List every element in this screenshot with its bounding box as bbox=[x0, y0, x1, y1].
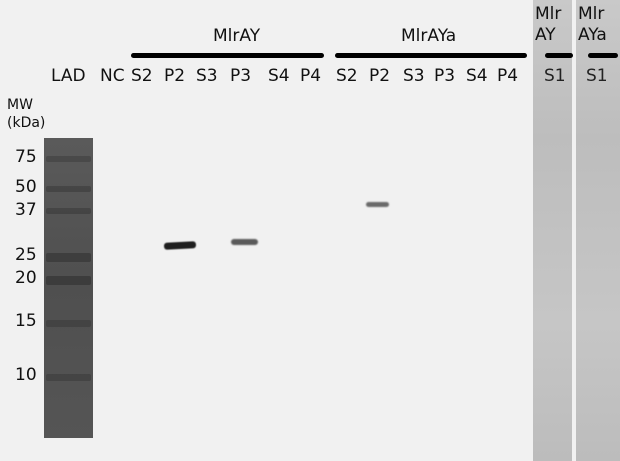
lane-label-mlray-p4: P4 bbox=[300, 66, 322, 86]
blot-band-mlray-p3 bbox=[231, 239, 258, 245]
ladder-band bbox=[46, 208, 91, 214]
lane-label-mlraya-p3: P3 bbox=[434, 66, 456, 86]
group-bar-mlray bbox=[131, 53, 324, 58]
group-label-mlraya: MlrAYa bbox=[401, 26, 457, 46]
lane-label-mlray-p2: P2 bbox=[164, 66, 186, 86]
lane-label-lad: LAD bbox=[51, 66, 86, 86]
ladder-band bbox=[46, 374, 91, 381]
mw-marker-25: 25 bbox=[15, 245, 37, 265]
lane-label-mlray-s2: S2 bbox=[131, 66, 153, 86]
lane-label-mlraya-s2: S2 bbox=[336, 66, 358, 86]
group-bar-mlr-aya bbox=[588, 53, 618, 58]
blot-strip-mlraya-s1 bbox=[576, 0, 620, 461]
lane-label-mlr-aya-s1: S1 bbox=[586, 66, 608, 86]
group-label-mlray: MlrAY bbox=[213, 26, 261, 46]
lane-label-mlraya-p4: P4 bbox=[497, 66, 519, 86]
lane-label-mlraya-s4: S4 bbox=[466, 66, 488, 86]
mw-marker-10: 10 bbox=[15, 365, 37, 385]
ladder-band bbox=[46, 276, 91, 285]
ladder-lane bbox=[44, 138, 93, 438]
lane-label-mlraya-p2: P2 bbox=[369, 66, 391, 86]
mw-marker-75: 75 bbox=[15, 147, 37, 167]
group-label-mlr-ay-line2: AY bbox=[535, 25, 556, 45]
blot-strip-mlray-s1 bbox=[533, 0, 572, 461]
lane-label-mlraya-s3: S3 bbox=[403, 66, 425, 86]
ladder-band bbox=[46, 253, 91, 262]
lane-label-nc: NC bbox=[100, 66, 125, 86]
ladder-band bbox=[46, 186, 91, 192]
group-bar-mlraya bbox=[335, 53, 527, 58]
mw-marker-15: 15 bbox=[15, 311, 37, 331]
lane-label-mlray-s4: S4 bbox=[268, 66, 290, 86]
ladder-band bbox=[46, 156, 91, 162]
group-label-mlr-aya-line1: Mlr bbox=[578, 4, 605, 24]
blot-band-mlray-p2 bbox=[163, 241, 197, 250]
mw-marker-37: 37 bbox=[15, 200, 37, 220]
mw-unit: (kDa) bbox=[7, 115, 46, 131]
group-label-mlr-aya-line2: AYa bbox=[578, 25, 607, 45]
group-label-mlr-ay-line1: Mlr bbox=[535, 4, 562, 24]
mw-marker-20: 20 bbox=[15, 268, 37, 288]
mw-title: MW bbox=[7, 97, 33, 113]
group-bar-mlr-ay bbox=[545, 53, 573, 58]
lane-label-mlray-p3: P3 bbox=[230, 66, 252, 86]
lane-label-mlray-s3: S3 bbox=[196, 66, 218, 86]
lane-label-mlr-ay-s1: S1 bbox=[544, 66, 566, 86]
blot-band-mlraya-p2 bbox=[366, 202, 389, 207]
mw-marker-50: 50 bbox=[15, 177, 37, 197]
ladder-band bbox=[46, 320, 91, 327]
